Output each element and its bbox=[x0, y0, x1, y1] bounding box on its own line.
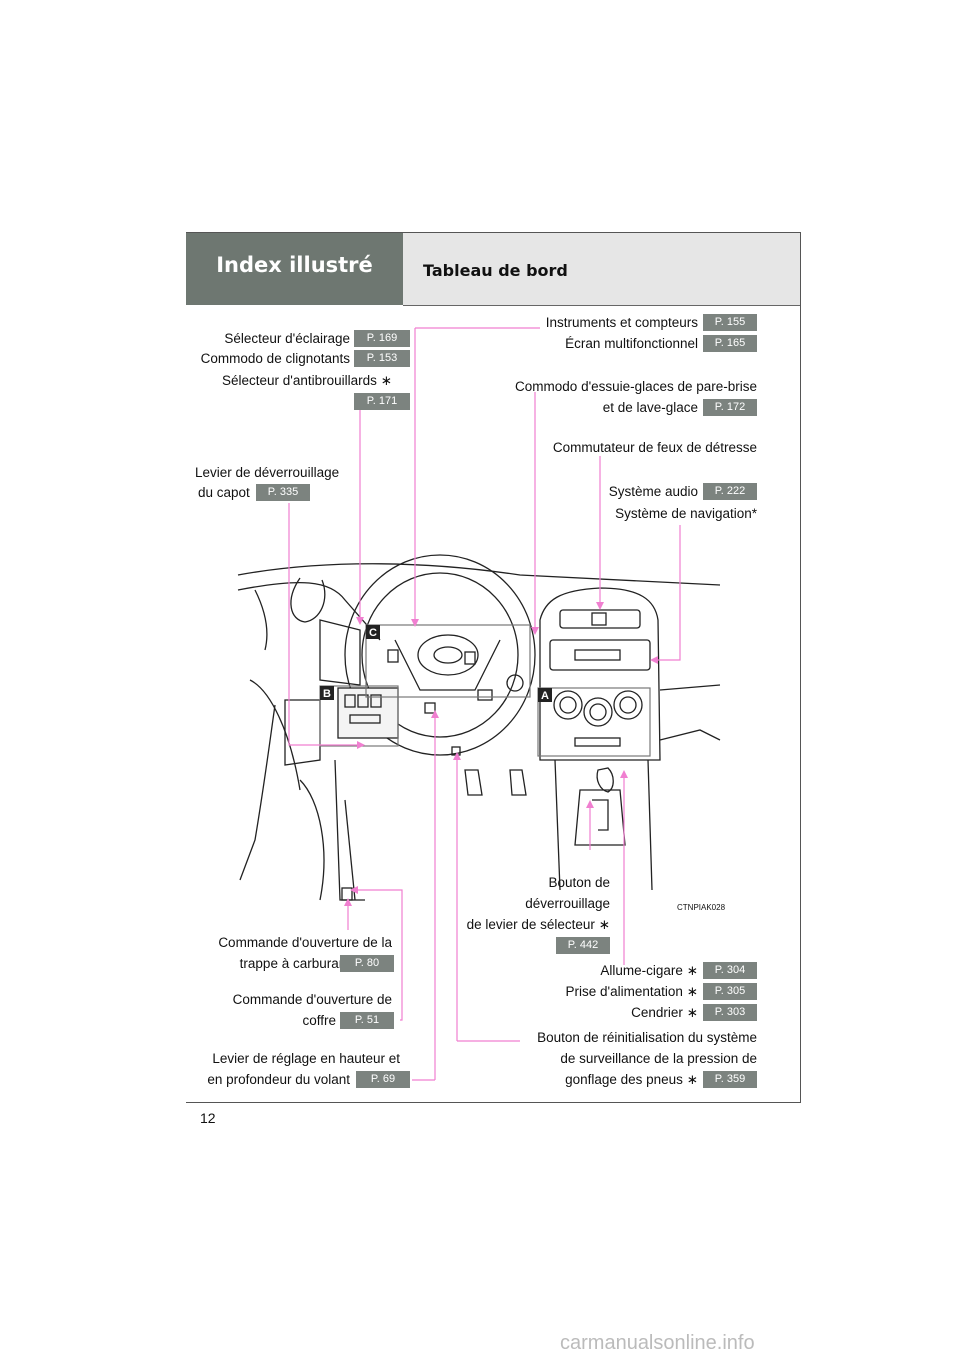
page-tilt[interactable]: P. 69 bbox=[356, 1071, 410, 1088]
callout-b: B bbox=[323, 688, 331, 700]
page-title: Tableau de bord bbox=[423, 261, 568, 280]
label-power: Prise d'alimentation ∗ bbox=[565, 984, 698, 999]
label-turn: Commodo de clignotants bbox=[200, 351, 350, 366]
callout-letters: C B A bbox=[323, 627, 549, 702]
callout-c: C bbox=[369, 627, 377, 639]
label-fog: Sélecteur d'antibrouillards ∗ bbox=[222, 373, 392, 388]
label-trunk-1: Commande d'ouverture de bbox=[232, 992, 392, 1007]
page-trunk[interactable]: P. 51 bbox=[340, 1012, 394, 1029]
page-multi[interactable]: P. 165 bbox=[703, 335, 757, 352]
leader-arrowheads bbox=[344, 602, 658, 906]
title-bar: Tableau de bord bbox=[403, 233, 800, 306]
label-fuel-2: trappe à carburant bbox=[239, 956, 350, 971]
label-wiper-1: Commodo d'essuie-glaces de pare-brise bbox=[515, 379, 757, 394]
label-shift-3: de levier de sélecteur ∗ bbox=[466, 917, 610, 932]
page-tpms[interactable]: P. 359 bbox=[703, 1071, 757, 1088]
watermark: carmanualsonline.info bbox=[560, 1332, 755, 1354]
page-wiper[interactable]: P. 172 bbox=[703, 399, 757, 416]
label-shift-1: Bouton de bbox=[548, 875, 610, 890]
section-tab: Index illustré bbox=[186, 233, 403, 305]
label-ash: Cendrier ∗ bbox=[631, 1005, 698, 1020]
label-hazard: Commutateur de feux de détresse bbox=[552, 440, 757, 455]
panel-a bbox=[537, 687, 651, 757]
star-mark: ∗ bbox=[686, 984, 698, 999]
page-hood[interactable]: P. 335 bbox=[256, 484, 310, 501]
callout-a: A bbox=[541, 690, 549, 702]
page-ash[interactable]: P. 303 bbox=[703, 1004, 757, 1021]
page-audio[interactable]: P. 222 bbox=[703, 483, 757, 500]
label-audio: Système audio bbox=[608, 484, 698, 499]
star-mark: ∗ bbox=[686, 963, 698, 978]
label-tpms-1: Bouton de réinitialisation du système bbox=[537, 1030, 757, 1045]
page-turn[interactable]: P. 153 bbox=[354, 350, 410, 367]
label-tilt-1: Levier de réglage en hauteur et bbox=[212, 1051, 400, 1066]
label-tpms-2: de surveillance de la pression de bbox=[560, 1051, 757, 1066]
leader-lines bbox=[288, 327, 681, 1081]
star-mark: ∗ bbox=[598, 917, 610, 932]
page-cig[interactable]: P. 304 bbox=[703, 962, 757, 979]
label-lighting: Sélecteur d'éclairage bbox=[224, 331, 350, 346]
label-hood-1: Levier de déverrouillage bbox=[195, 465, 340, 480]
star-mark: ∗ bbox=[686, 1005, 698, 1020]
label-tilt-2: en profondeur du volant bbox=[207, 1072, 350, 1087]
page-number: 12 bbox=[200, 1110, 216, 1126]
label-nav: Système de navigation* bbox=[615, 506, 757, 521]
figure-code: CTNPIAK028 bbox=[677, 903, 726, 912]
panel-c bbox=[365, 624, 531, 698]
page-power[interactable]: P. 305 bbox=[703, 983, 757, 1000]
star-mark: ∗ bbox=[380, 373, 392, 388]
label-wiper-2: et de lave-glace bbox=[602, 400, 698, 415]
callout-boxes bbox=[320, 625, 552, 702]
page-frame bbox=[186, 232, 801, 1103]
page-fuel[interactable]: P. 80 bbox=[340, 955, 394, 972]
label-fuel-1: Commande d'ouverture de la bbox=[218, 935, 392, 950]
star-mark: ∗ bbox=[686, 1072, 698, 1087]
label-cig: Allume-cigare ∗ bbox=[600, 963, 698, 978]
label-shift-2: déverrouillage bbox=[525, 896, 610, 911]
label-instruments: Instruments et compteurs bbox=[545, 315, 698, 330]
label-trunk-2: coffre bbox=[302, 1013, 336, 1028]
label-hood-2: du capot bbox=[198, 485, 250, 500]
page-fog[interactable]: P. 171 bbox=[354, 393, 410, 410]
asterisk-mark: * bbox=[751, 506, 757, 521]
page-shift[interactable]: P. 442 bbox=[556, 937, 610, 954]
label-multi: Écran multifonctionnel bbox=[565, 336, 698, 351]
page-instruments[interactable]: P. 155 bbox=[703, 314, 757, 331]
page-lighting[interactable]: P. 169 bbox=[354, 330, 410, 347]
dashboard-drawing bbox=[237, 554, 721, 901]
label-tpms-3: gonflage des pneus ∗ bbox=[565, 1072, 698, 1087]
section-title: Index illustré bbox=[216, 253, 373, 277]
